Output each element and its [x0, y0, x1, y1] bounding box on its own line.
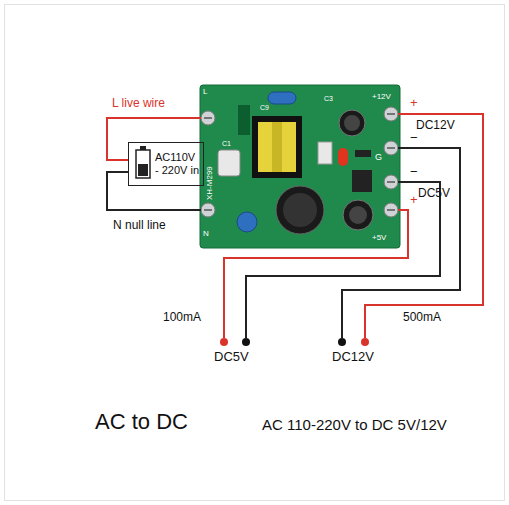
output-label: DC5V [418, 187, 450, 200]
wire-end [338, 338, 346, 346]
screw-slots [204, 114, 395, 210]
subheading-text: AC 110-220V to DC 5V/12V [262, 417, 447, 434]
wire-label: L live wire [112, 97, 165, 110]
polarity-sign: + [410, 96, 418, 110]
capacitor-12v [339, 110, 365, 136]
pcb-silkscreen: C3 [324, 95, 333, 103]
pcb-silkscreen: +5V [372, 234, 386, 243]
led [338, 148, 348, 166]
pcb-board [200, 85, 400, 248]
pcb-silkscreen: +12V [372, 93, 391, 102]
wire-end [220, 338, 228, 346]
ac-source-symbol [136, 146, 150, 178]
pcb-silkscreen: C1 [222, 140, 231, 148]
dc12v-positive-wire [365, 114, 483, 338]
capacitor-c9 [268, 92, 296, 104]
pcb-model: XH-M299 [206, 166, 215, 200]
wire-end [361, 338, 369, 346]
wire-label: N null line [113, 219, 166, 232]
transformer-core [272, 122, 282, 172]
pcb-silkscreen: C9 [260, 104, 269, 112]
regulator [352, 170, 372, 192]
frame [5, 5, 505, 501]
wire-end [242, 338, 250, 346]
capacitor-top [283, 193, 317, 227]
source-box: AC110V - 220V in [128, 142, 204, 186]
polarity-sign: − [410, 165, 418, 179]
capacitor-large [276, 186, 324, 234]
polarity-sign: + [410, 193, 418, 207]
transformer-frame [252, 116, 302, 178]
dc12v-negative-wire [342, 148, 460, 338]
neutral-wire [107, 172, 201, 210]
pcb-silkscreen: G [375, 153, 382, 163]
capacitor-top [349, 206, 367, 224]
capacitor-c1 [218, 150, 240, 176]
current-label: 100mA [163, 311, 201, 324]
dc5v-positive-wire [224, 210, 408, 338]
diode [355, 150, 371, 157]
output-label: DC12V [332, 350, 374, 364]
resistor [318, 142, 332, 164]
source-label: AC110V - 220V in [155, 151, 200, 176]
pcb-silkscreen: N [203, 230, 209, 239]
transformer-coil [258, 122, 296, 172]
polarity-sign: − [410, 131, 418, 145]
screw-terminals [201, 107, 398, 217]
y-capacitor [237, 212, 257, 232]
current-label: 500mA [403, 311, 441, 324]
capacitor-5v [343, 200, 373, 230]
pcb-trace [238, 105, 250, 135]
output-label: DC5V [214, 350, 249, 364]
pcb-silkscreen: L [203, 88, 207, 97]
capacitor-top [344, 115, 360, 131]
output-label: DC12V [416, 119, 455, 132]
heading-text: AC to DC [95, 410, 188, 434]
